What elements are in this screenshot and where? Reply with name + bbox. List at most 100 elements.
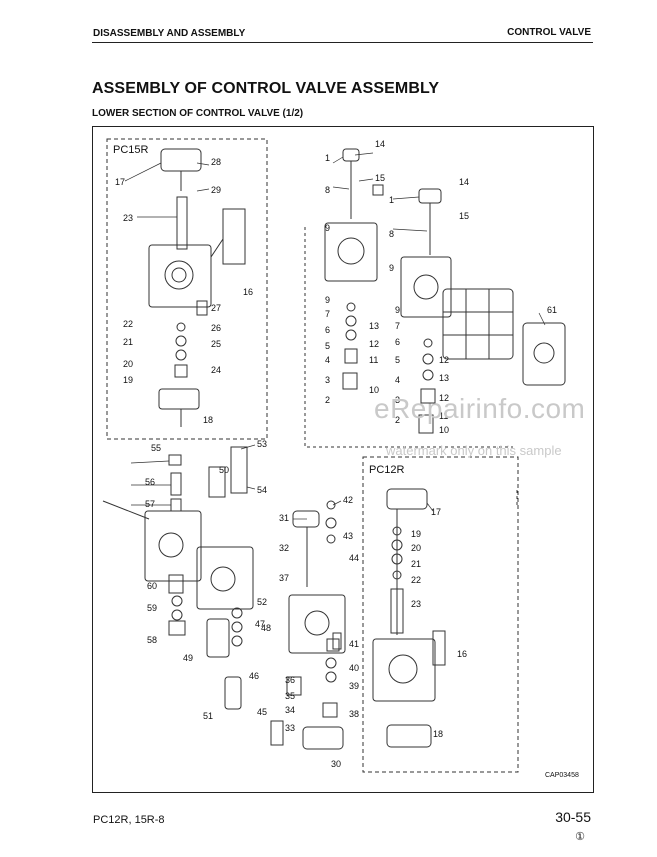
part-number: 26 <box>211 323 221 333</box>
page-number: 30-55 <box>555 809 591 825</box>
watermark-site: eRepairinfo.com <box>374 393 586 424</box>
part-number: 16 <box>457 649 467 659</box>
part-number: 3 <box>325 375 330 385</box>
part-number: 53 <box>257 439 267 449</box>
part-number: 6 <box>395 337 400 347</box>
part-number: 40 <box>349 663 359 673</box>
part-number: 18 <box>433 729 443 739</box>
part-number: 4 <box>395 375 400 385</box>
part-number: 37 <box>279 573 289 583</box>
part-number: 13 <box>369 321 379 331</box>
part-number: 1 <box>389 195 394 205</box>
pc12r-group-box <box>362 456 519 773</box>
exploded-view-figure: PC15R PC12R CAP03458 17 28 29 23 16 27 2… <box>92 126 594 793</box>
part-number: 9 <box>389 263 394 273</box>
figure-labels: PC15R PC12R CAP03458 17 28 29 23 16 27 2… <box>113 139 579 779</box>
part-number: 9 <box>325 295 330 305</box>
part-number: 21 <box>123 337 133 347</box>
part-number: 13 <box>439 373 449 383</box>
part-number: 35 <box>285 691 295 701</box>
part-number: 36 <box>285 675 295 685</box>
part-number: 33 <box>285 723 295 733</box>
part-number: 19 <box>411 529 421 539</box>
part-number: 56 <box>145 477 155 487</box>
part-number: 11 <box>369 355 378 365</box>
part-number: 14 <box>459 177 469 187</box>
part-number: 22 <box>123 319 133 329</box>
part-number: 8 <box>389 229 394 239</box>
part-number: 25 <box>211 339 221 349</box>
part-number: 1 <box>325 153 330 163</box>
part-number: 8 <box>325 185 330 195</box>
part-number: 2 <box>325 395 330 405</box>
part-number: 43 <box>343 531 353 541</box>
pc15r-group-box <box>106 138 268 440</box>
part-number: 12 <box>439 393 449 403</box>
part-number: 2 <box>395 415 400 425</box>
part-number: 10 <box>369 385 379 395</box>
part-number: 59 <box>147 603 157 613</box>
part-number: 15 <box>375 173 385 183</box>
part-number: 3 <box>395 395 400 405</box>
part-number: 29 <box>211 185 221 195</box>
part-number: 15 <box>459 211 469 221</box>
part-number: 20 <box>411 543 421 553</box>
part-number: 55 <box>151 443 161 453</box>
header-section: DISASSEMBLY AND ASSEMBLY <box>93 28 246 39</box>
part-number: 27 <box>211 303 221 313</box>
header-topic: CONTROL VALVE <box>507 27 591 38</box>
part-number: 42 <box>343 495 353 505</box>
part-number: 22 <box>411 575 421 585</box>
part-number: 23 <box>411 599 421 609</box>
part-number: 18 <box>203 415 213 425</box>
part-number: 61 <box>547 305 557 315</box>
part-number: 7 <box>325 309 330 319</box>
part-number: 34 <box>285 705 295 715</box>
part-number: 54 <box>257 485 267 495</box>
pc12r-parts <box>372 488 446 748</box>
upper-right-outline <box>304 227 513 448</box>
section-subtitle: LOWER SECTION OF CONTROL VALVE (1/2) <box>92 108 304 119</box>
part-number: 5 <box>395 355 400 365</box>
part-number: 21 <box>411 559 421 569</box>
leader-lines <box>124 152 546 520</box>
drawing-code: CAP03458 <box>545 772 579 779</box>
part-number: 39 <box>349 681 359 691</box>
center-lower-parts <box>270 500 346 750</box>
part-number: 44 <box>349 553 359 563</box>
part-number: 17 <box>431 507 441 517</box>
part-number: 16 <box>243 287 253 297</box>
part-number: 41 <box>349 639 359 649</box>
part-number: 58 <box>147 635 157 645</box>
part-number: 12 <box>439 355 449 365</box>
part-number: 14 <box>375 139 385 149</box>
upper-right-parts <box>324 148 566 434</box>
part-number: 60 <box>147 581 157 591</box>
lower-left-parts <box>102 446 254 710</box>
pc15r-parts <box>148 148 246 427</box>
model-label-pc12r: PC12R <box>369 464 405 476</box>
part-number: 7 <box>395 321 400 331</box>
part-number: 6 <box>325 325 330 335</box>
part-number: 23 <box>123 213 133 223</box>
exploded-view-drawing: PC15R PC12R CAP03458 17 28 29 23 16 27 2… <box>102 138 579 779</box>
part-number: 11 <box>439 411 448 421</box>
footer-model: PC12R, 15R-8 <box>93 814 165 826</box>
part-number: 17 <box>115 177 125 187</box>
part-number: 51 <box>203 711 213 721</box>
part-number: 46 <box>249 671 259 681</box>
revision-mark: ① <box>575 831 585 843</box>
part-number: 32 <box>279 543 289 553</box>
part-number: 12 <box>369 339 379 349</box>
part-number: 20 <box>123 359 133 369</box>
part-number: 49 <box>183 653 193 663</box>
part-number: 52 <box>257 597 267 607</box>
part-number: 38 <box>349 709 359 719</box>
part-number: 5 <box>325 341 330 351</box>
part-number: 48 <box>261 623 271 633</box>
part-number: 57 <box>145 499 155 509</box>
part-number: 19 <box>123 375 133 385</box>
model-label-pc15r: PC15R <box>113 144 149 156</box>
part-number: 10 <box>439 425 449 435</box>
part-number: 9 <box>395 305 400 315</box>
